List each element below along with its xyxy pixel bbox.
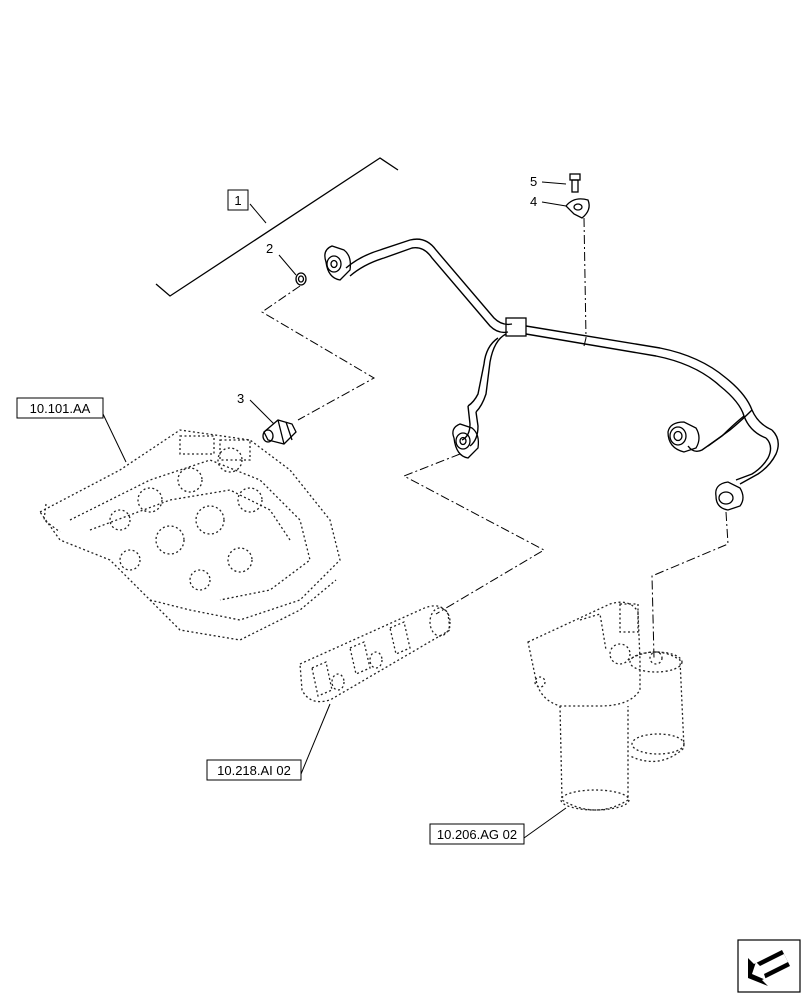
bolt-part[interactable]	[569, 173, 581, 193]
fuel-filter-assembly	[527, 601, 685, 811]
o-ring-part[interactable]	[295, 272, 307, 286]
callout-5[interactable]: 5	[530, 174, 567, 189]
injector-connector-1[interactable]	[324, 245, 352, 281]
alignment-lines	[261, 285, 729, 659]
assembly-bracket	[155, 157, 399, 297]
connector-fitting-part[interactable]	[262, 419, 297, 445]
callout-1-label: 1	[234, 193, 241, 208]
callout-3-label: 3	[237, 391, 244, 406]
ref-fuel-rail[interactable]: 10.218.AI 02	[206, 703, 331, 781]
ref-engine-block-label: 10.101.AA	[30, 401, 91, 416]
filter-connector[interactable]	[715, 481, 744, 511]
arrow-nav-icon[interactable]	[737, 939, 801, 993]
injector-connector-3[interactable]	[667, 421, 700, 453]
callout-2-label: 2	[266, 241, 273, 256]
callout-4-label: 4	[530, 194, 537, 209]
ref-fuel-filter-label: 10.206.AG 02	[437, 827, 517, 842]
ref-engine-block[interactable]: 10.101.AA	[16, 397, 127, 463]
fuel-line-harness[interactable]	[345, 217, 779, 485]
engine-block	[39, 429, 341, 641]
callout-1[interactable]: 1	[227, 189, 249, 211]
callout-5-label: 5	[530, 174, 537, 189]
ref-fuel-rail-label: 10.218.AI 02	[217, 763, 291, 778]
fuel-rail	[299, 605, 451, 703]
injector-connector-2[interactable]	[452, 423, 480, 459]
clamp-part[interactable]	[565, 198, 590, 219]
ref-fuel-filter[interactable]: 10.206.AG 02	[429, 807, 567, 845]
callout-3[interactable]: 3	[237, 391, 275, 425]
callout-4[interactable]: 4	[530, 194, 567, 209]
callout-2[interactable]: 2	[266, 241, 297, 276]
